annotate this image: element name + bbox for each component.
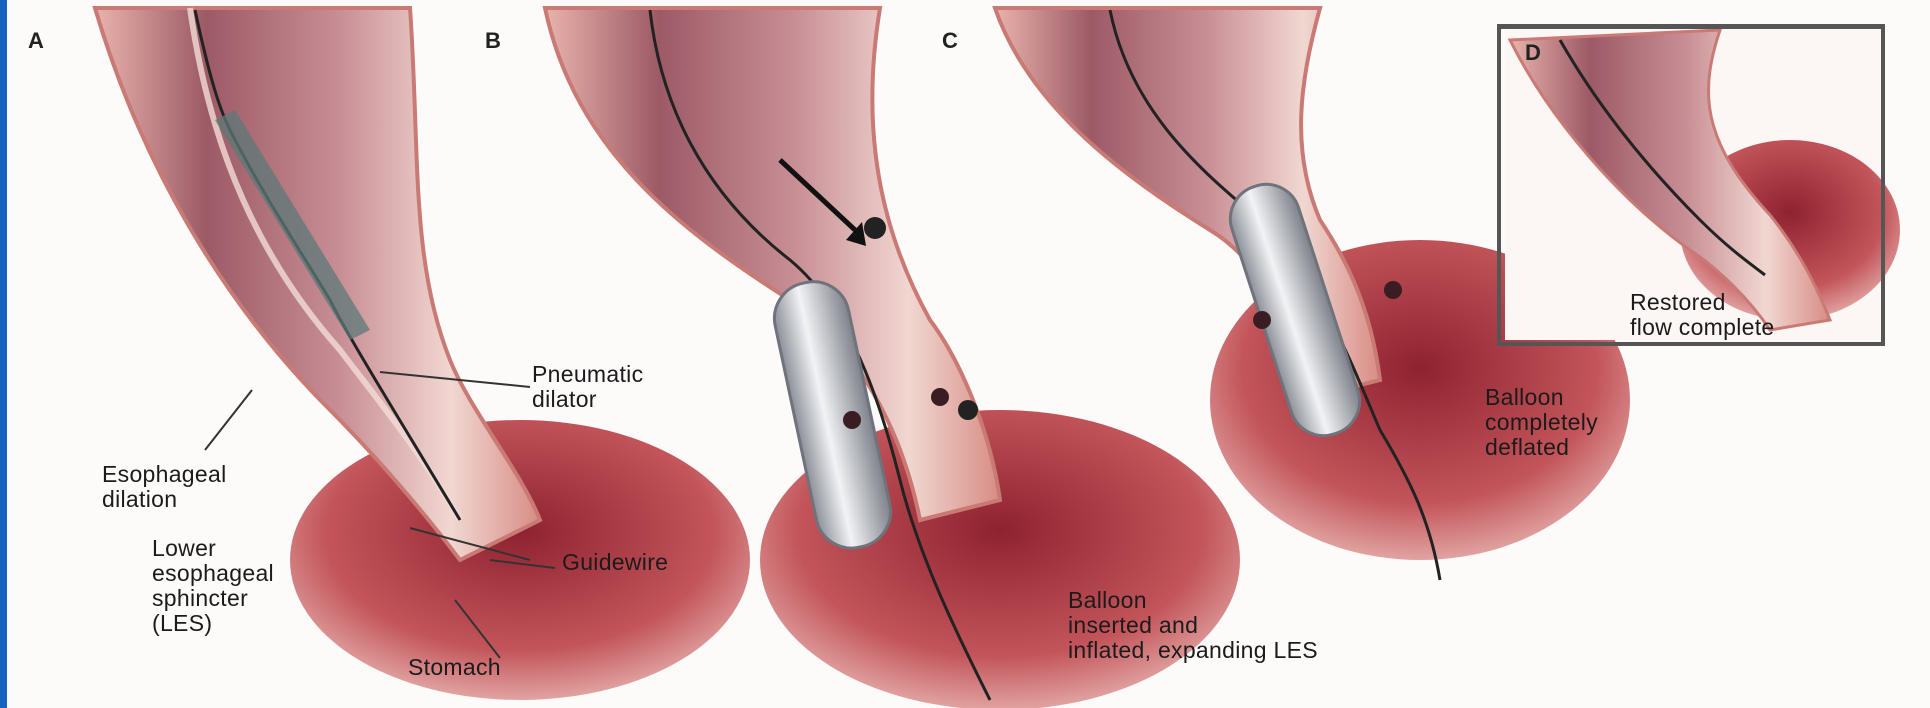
panel-letter-a: A <box>28 28 44 54</box>
label-les: Lower esophageal sphincter (LES) <box>152 536 274 636</box>
label-esophageal-dilation: Esophageal dilation <box>102 462 227 512</box>
label-restored-flow: Restored flow complete <box>1630 290 1775 340</box>
panel-letter-c: C <box>942 28 958 54</box>
label-balloon-deflated: Balloon completely deflated <box>1485 385 1598 460</box>
label-guidewire: Guidewire <box>562 550 668 575</box>
stomach-shape-a <box>290 420 750 700</box>
label-pneumatic-dilator: Pneumatic dilator <box>532 362 643 412</box>
label-balloon-inserted: Balloon inserted and inflated, expanding… <box>1068 588 1318 663</box>
panel-letter-b: B <box>485 28 501 54</box>
label-stomach: Stomach <box>408 655 501 680</box>
panel-letter-d: D <box>1525 40 1541 66</box>
